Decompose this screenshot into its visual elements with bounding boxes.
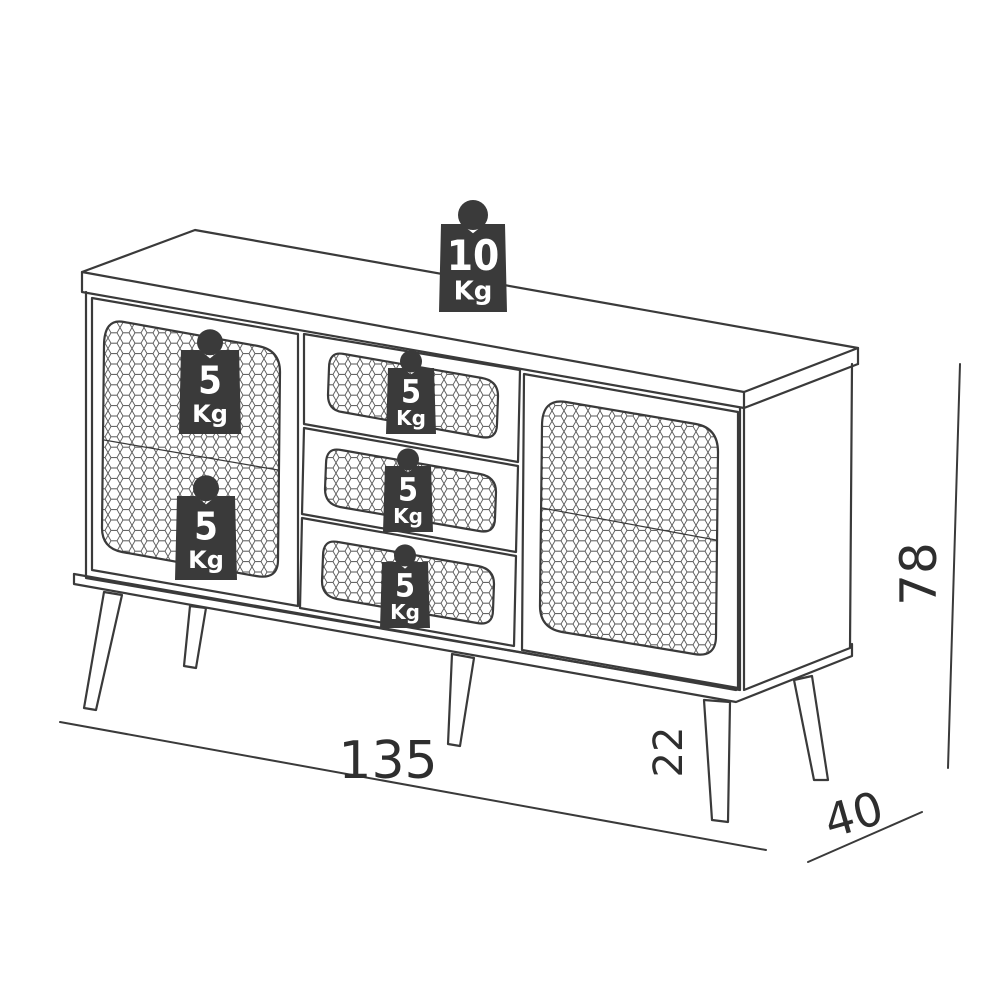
weight-unit: Kg [390,600,420,624]
weight-knob-icon [458,200,488,230]
width-dimension-line [59,721,767,851]
weight-knob-icon [394,544,416,567]
weight-tag-icon [175,496,237,580]
weight-tag-icon [439,224,507,312]
weight-badge-drawer-2: 5Kg [383,448,433,532]
weight-knob-icon [397,448,419,471]
weight-unit: Kg [393,504,423,528]
width-label: 135 [338,731,437,791]
dimension-lines [59,363,961,863]
weight-badge-drawer-1: 5Kg [386,350,436,434]
weight-value: 10 [447,231,500,280]
weight-value: 5 [194,505,218,549]
depth-label: 40 [818,781,889,849]
weight-knob-icon [400,350,422,373]
weight-unit: Kg [188,546,224,574]
weight-value: 5 [198,359,222,403]
height-dimension-line [947,363,961,769]
weight-tag-icon [179,350,241,434]
weight-value: 5 [401,372,421,410]
legs [82,590,830,824]
weight-value: 5 [395,566,415,604]
weight-knob-icon [193,475,219,502]
weight-knob-icon [197,329,223,356]
height-label: 78 [890,542,948,606]
top-slab [80,228,860,410]
weight-badge-door-left-upper: 5Kg [179,329,241,434]
depth-dimension-line [807,811,923,863]
weight-badge-door-left-lower: 5Kg [175,475,237,580]
weight-badge-drawer-3: 5Kg [380,544,430,628]
right-door-mesh [538,400,720,656]
weight-tag-icon [380,562,430,628]
right-door [520,372,740,690]
weight-unit: Kg [192,400,228,428]
weight-unit: Kg [454,277,493,307]
leg-height-label: 22 [646,727,692,778]
weight-value: 5 [398,470,418,508]
weight-tag-icon [386,368,436,434]
base-plinth [72,572,854,704]
weight-tag-icon [383,466,433,532]
weight-unit: Kg [396,406,426,430]
